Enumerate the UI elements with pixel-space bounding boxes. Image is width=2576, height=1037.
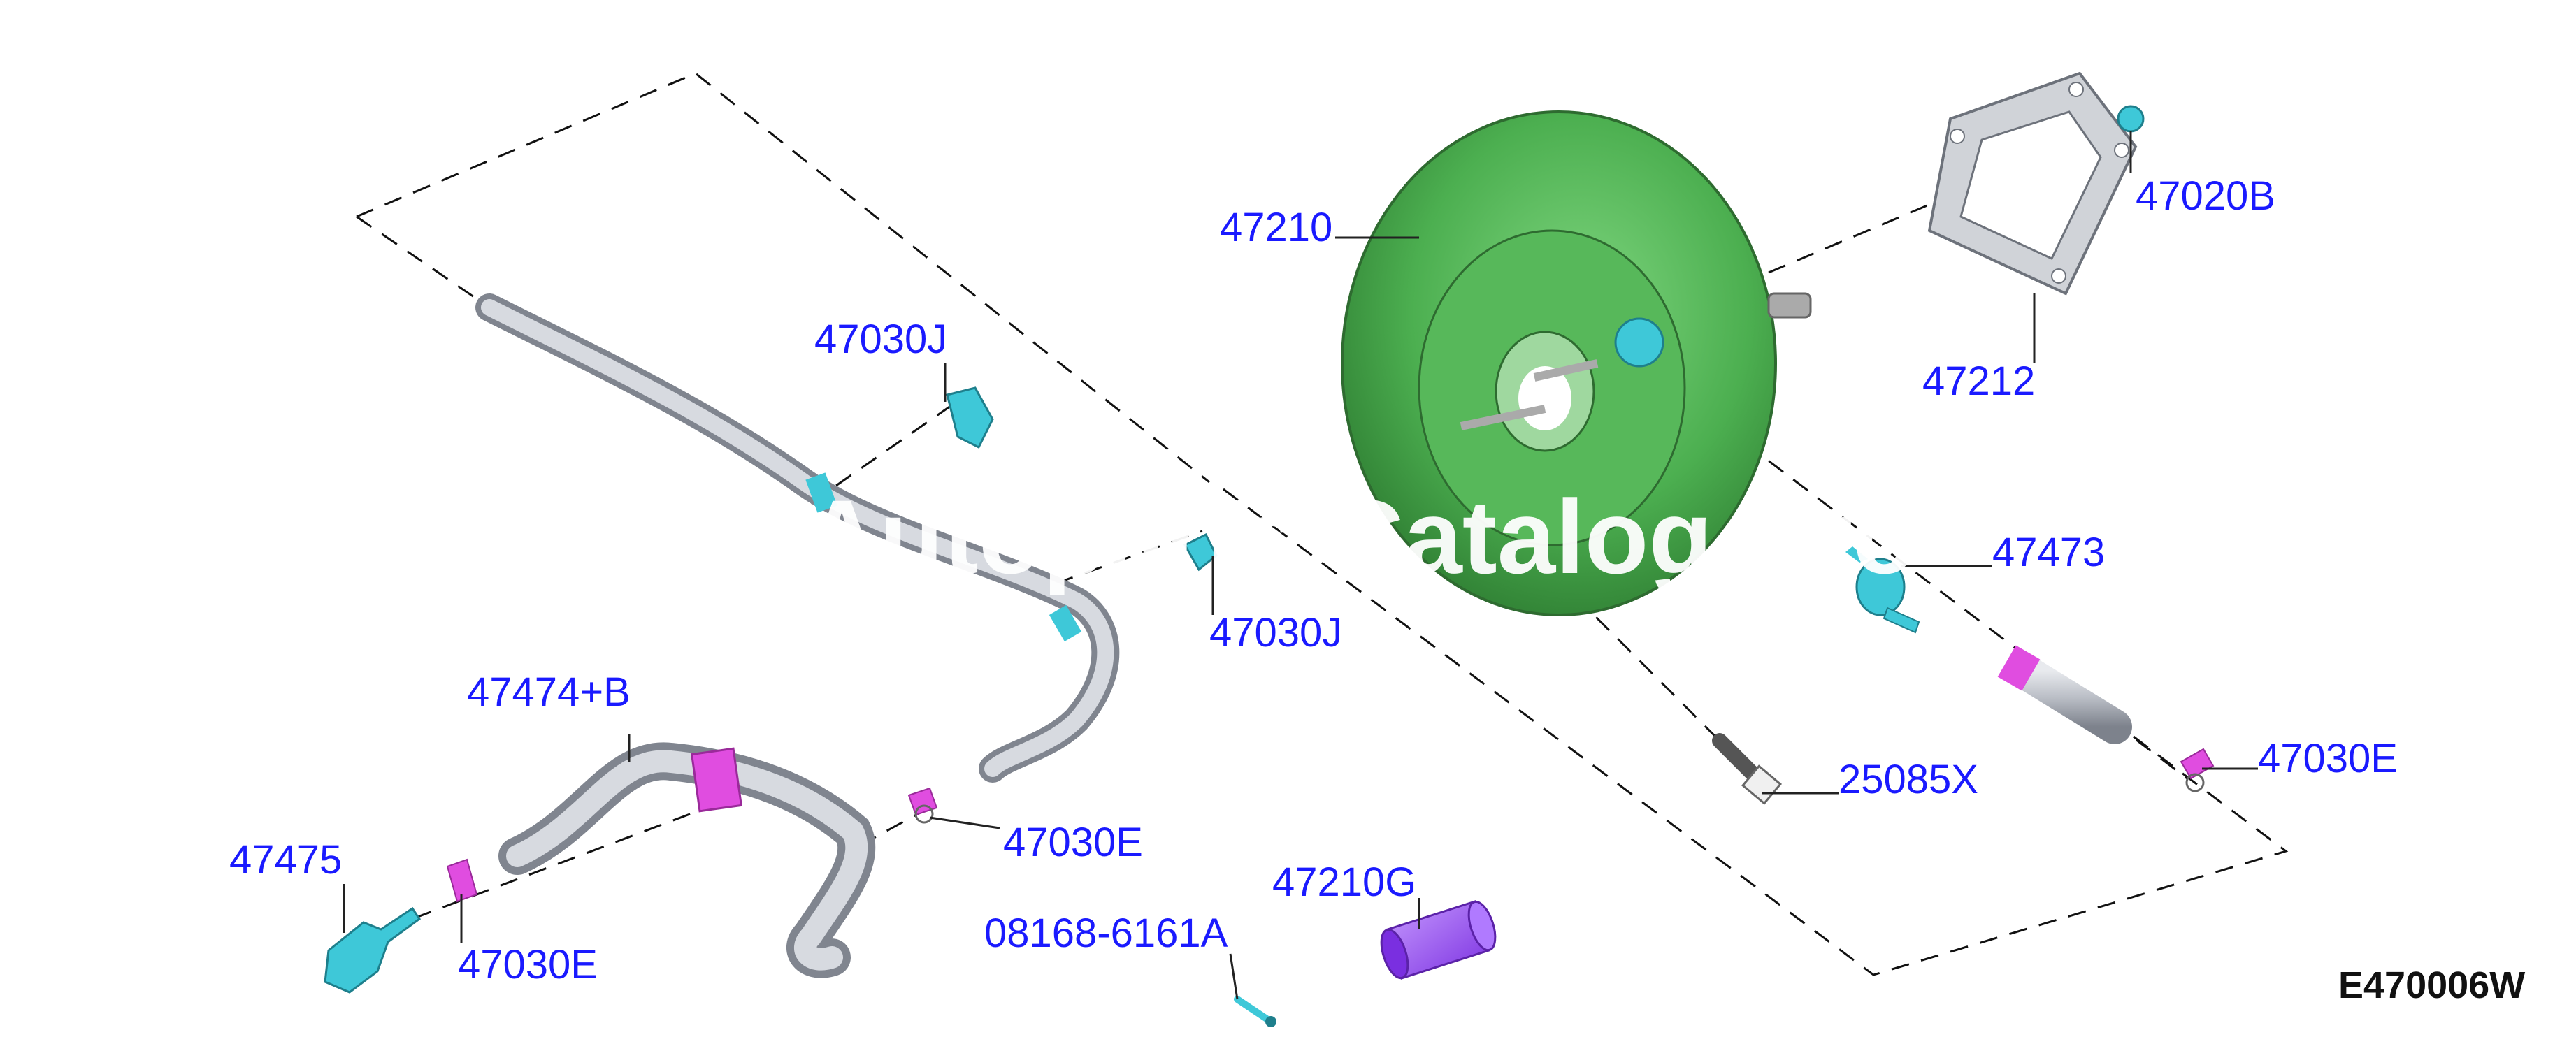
callout-47210[interactable]: 47210: [1220, 205, 1332, 250]
diagram-code: E470006W: [2338, 964, 2525, 1006]
callout-08168-6161a[interactable]: 08168-6161A: [984, 911, 1228, 956]
clip-47030e-right[interactable]: [2180, 748, 2215, 792]
clip-47030e-mid[interactable]: [907, 787, 938, 824]
bracket-47030j-mid[interactable]: [1183, 532, 1218, 572]
callout-47030e-left[interactable]: 47030E: [458, 942, 598, 987]
callout-47473[interactable]: 47473: [1992, 530, 2105, 575]
callout-47474b[interactable]: 47474+B: [467, 669, 631, 715]
bolt-08168-6161a[interactable]: [1234, 996, 1276, 1027]
hose-fittings-cyan: [805, 472, 1082, 642]
hose-47474b[interactable]: [498, 742, 876, 978]
callout-47030j-mid[interactable]: 47030J: [1209, 610, 1342, 655]
filter-47210g[interactable]: [1376, 899, 1501, 981]
bracket-47030j-top[interactable]: [946, 386, 994, 449]
gasket-47212[interactable]: [1927, 71, 2138, 296]
fitting-47475[interactable]: [324, 906, 422, 994]
brake-booster-47210[interactable]: [1341, 110, 1812, 616]
leader-lines: [343, 131, 2258, 1000]
vacuum-hose-upper[interactable]: [475, 293, 1120, 783]
watermark: Autoparts Catalog Pro: [804, 478, 1917, 595]
callout-47030j-top[interactable]: 47030J: [814, 317, 947, 362]
callout-47030e-mid[interactable]: 47030E: [1003, 820, 1143, 865]
callout-25085x[interactable]: 25085X: [1839, 757, 1978, 802]
callout-47020b[interactable]: 47020B: [2136, 173, 2275, 219]
callout-47030e-right[interactable]: 47030E: [2258, 736, 2398, 781]
hose-right[interactable]: [1997, 645, 2132, 744]
clip-47030e-left[interactable]: [446, 858, 478, 903]
nut-47020b[interactable]: [2117, 105, 2145, 133]
callout-47212[interactable]: 47212: [1922, 358, 2035, 404]
check-valve-47473[interactable]: [1845, 546, 1920, 634]
callout-47210g[interactable]: 47210G: [1272, 860, 1416, 905]
callout-47475[interactable]: 47475: [229, 837, 342, 883]
